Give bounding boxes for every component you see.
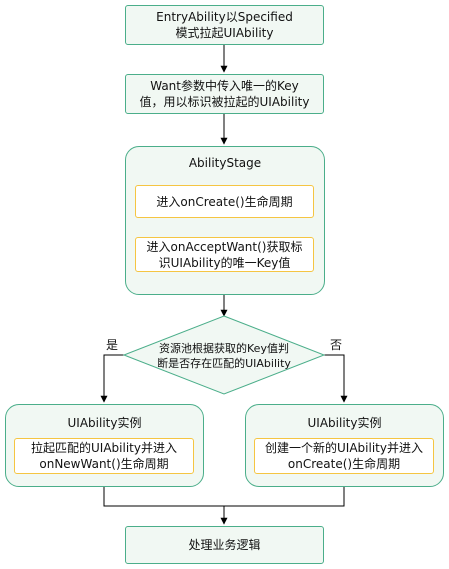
right-uiability-step: 创建一个新的UIAbility并进入 onCreate()生命周期 [254,438,434,474]
right-uiability-text: 创建一个新的UIAbility并进入 onCreate()生命周期 [265,441,423,471]
want-param-text: Want参数中传入唯一的Key 值，用以标识被拉起的UIAbility [139,79,310,109]
left-uiability-step: 拉起匹配的UIAbility并进入 onNewWant()生命周期 [14,438,194,474]
process-logic-node: 处理业务逻辑 [125,526,324,564]
ability-stage-title: AbilityStage [188,156,262,170]
right-uiability-title: UIAbility实例 [307,416,382,430]
want-param-node: Want参数中传入唯一的Key 值，用以标识被拉起的UIAbility [125,74,324,114]
decision-diamond [122,315,326,395]
left-uiability-title: UIAbility实例 [67,416,142,430]
on-accept-want-text: 进入onAcceptWant()获取标 识UIAbility的唯一Key值 [146,239,303,270]
on-create-step: 进入onCreate()生命周期 [135,185,314,218]
arrow-decision-to-right [324,354,348,403]
arrow-decision-to-left [100,354,124,403]
line-left-to-join [103,487,224,507]
left-uiability-text: 拉起匹配的UIAbility并进入 onNewWant()生命周期 [31,441,177,471]
decision-text: 资源池根据获取的Key值判 断是否存在匹配的UIAbility [157,342,291,370]
yes-label: 是 [106,338,119,352]
no-label: 否 [330,338,343,352]
on-accept-want-step: 进入onAcceptWant()获取标 识UIAbility的唯一Key值 [135,237,314,272]
entry-ability-text: EntryAbility以Specified 模式拉起UIAbility [156,10,293,40]
entry-ability-node: EntryAbility以Specified 模式拉起UIAbility [125,5,324,45]
process-logic-text: 处理业务逻辑 [188,538,261,552]
line-right-to-join [224,487,345,507]
ability-stage-container: AbilityStage [125,146,325,295]
on-create-text: 进入onCreate()生命周期 [156,194,293,209]
